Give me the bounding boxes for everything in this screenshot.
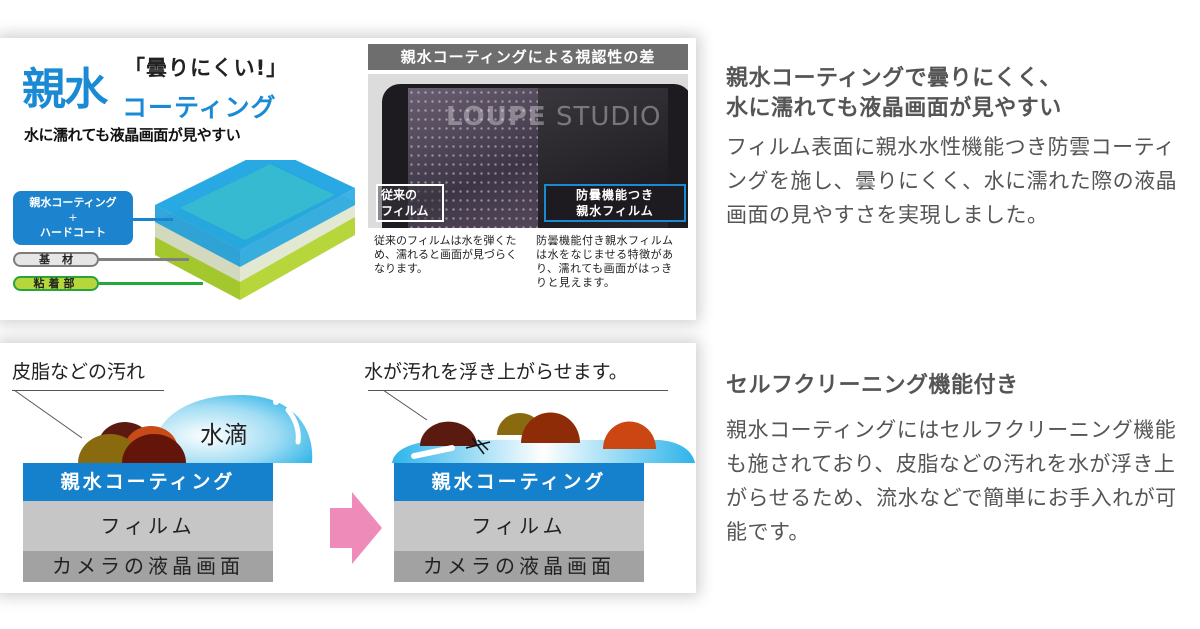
after-illustration bbox=[382, 390, 695, 463]
band-coating: 親水コーティング bbox=[394, 463, 644, 501]
band-coating: 親水コーティング bbox=[23, 463, 273, 501]
hero-bracket-tag: 「曇りにくい!」 bbox=[124, 56, 289, 80]
dirt-blob bbox=[122, 434, 186, 463]
before-layer-diagram: 親水コーティング フィルム カメラの液晶画面 bbox=[23, 463, 273, 583]
droplet-label: 水滴 bbox=[200, 421, 248, 449]
hydrophilic-film-tag: 防曇機能つき 親水フィルム bbox=[544, 184, 686, 222]
comparison-photo: LOUPE STUDIO 従来の フィルム 防曇機能つき 親水フィルム bbox=[368, 74, 688, 228]
layer-stack-illustration bbox=[155, 160, 355, 300]
before-illustration bbox=[13, 389, 313, 463]
dirt-blob bbox=[521, 412, 580, 443]
adhesive-leader-line bbox=[99, 282, 203, 285]
antifog-heading-line2: 水に濡れても液晶画面が見やすい bbox=[726, 96, 1062, 121]
watermark-light: STUDIO bbox=[555, 102, 662, 132]
label-coating-line1: 親水コーティング bbox=[29, 196, 117, 209]
feature-section-self-cleaning: セルフクリーニング機能付き 親水コーティングにはセルフクリーニング機能も施されて… bbox=[726, 371, 1186, 549]
band-lcd: カメラの液晶画面 bbox=[23, 551, 273, 582]
label-coating-hardcoat: 親水コーティング + ハードコート bbox=[13, 191, 133, 245]
label-base: 基材 bbox=[13, 252, 99, 267]
watermark-bold: LOUPE bbox=[446, 102, 547, 132]
hero-tagline: 水に濡れても液晶画面が見やすい bbox=[24, 126, 241, 144]
right-tag-line2: 親水フィルム bbox=[576, 204, 654, 218]
left-tag-line1: 従来の bbox=[381, 188, 418, 202]
band-film: フィルム bbox=[394, 501, 644, 551]
dirt-blob bbox=[603, 421, 656, 449]
before-callout-underline bbox=[12, 390, 164, 391]
dirt-blob bbox=[420, 421, 477, 446]
after-callout: 水が汚れを浮き上がらせます。 bbox=[364, 361, 628, 383]
hydrophilic-film-caption: 防曇機能付き親水フィルムは水をなじませる特徴があり、濡れても画面がはっきりと見え… bbox=[536, 234, 674, 289]
coating-leader-line bbox=[133, 218, 173, 221]
antifog-heading: 親水コーティングで曇りにくく、 水に濡れても液晶画面が見やすい bbox=[726, 64, 1186, 124]
hero-big-title: 親水 bbox=[22, 64, 108, 115]
comparison-title: 親水コーティングによる視認性の差 bbox=[368, 44, 688, 70]
conventional-film-caption: 従来のフィルムは水を弾くため、濡れると画面が見づらくなります。 bbox=[374, 234, 517, 275]
water-droplet bbox=[150, 395, 313, 463]
watermark: LOUPE STUDIO bbox=[446, 102, 662, 132]
self-cleaning-body: 親水コーティングにはセルフクリーニング機能も施されており、皮脂などの汚れを水が浮… bbox=[726, 418, 1177, 544]
band-film: フィルム bbox=[23, 501, 273, 551]
before-callout: 皮脂などの汚れ bbox=[12, 361, 146, 383]
label-coating-plus: + bbox=[68, 211, 78, 224]
label-adhesive: 粘着部 bbox=[13, 276, 99, 291]
self-cleaning-heading: セルフクリーニング機能付き bbox=[726, 373, 1019, 398]
after-callout-underline bbox=[368, 390, 668, 391]
label-coating-line2: ハードコート bbox=[40, 226, 106, 239]
right-tag-line1: 防曇機能つき bbox=[575, 188, 654, 202]
left-tag-line2: フィルム bbox=[381, 204, 429, 218]
antifog-body: フィルム表面に親水水性機能つき防雲コーティングを施し、曇りにくく、水に濡れた際の… bbox=[726, 135, 1178, 227]
lift-mark-icon bbox=[465, 437, 491, 455]
base-leader-line bbox=[99, 258, 189, 261]
after-layer-diagram: 親水コーティング フィルム カメラの液晶画面 bbox=[394, 463, 644, 583]
feature-section-antifog: 親水コーティングで曇りにくく、 水に濡れても液晶画面が見やすい フィルム表面に親… bbox=[726, 64, 1186, 232]
antifog-heading-line1: 親水コーティングで曇りにくく、 bbox=[726, 66, 1062, 91]
hero-coating-word: コーティング bbox=[122, 93, 277, 122]
arrow-right-icon bbox=[330, 492, 382, 564]
conventional-film-tag: 従来の フィルム bbox=[376, 184, 444, 222]
band-lcd: カメラの液晶画面 bbox=[394, 551, 644, 582]
